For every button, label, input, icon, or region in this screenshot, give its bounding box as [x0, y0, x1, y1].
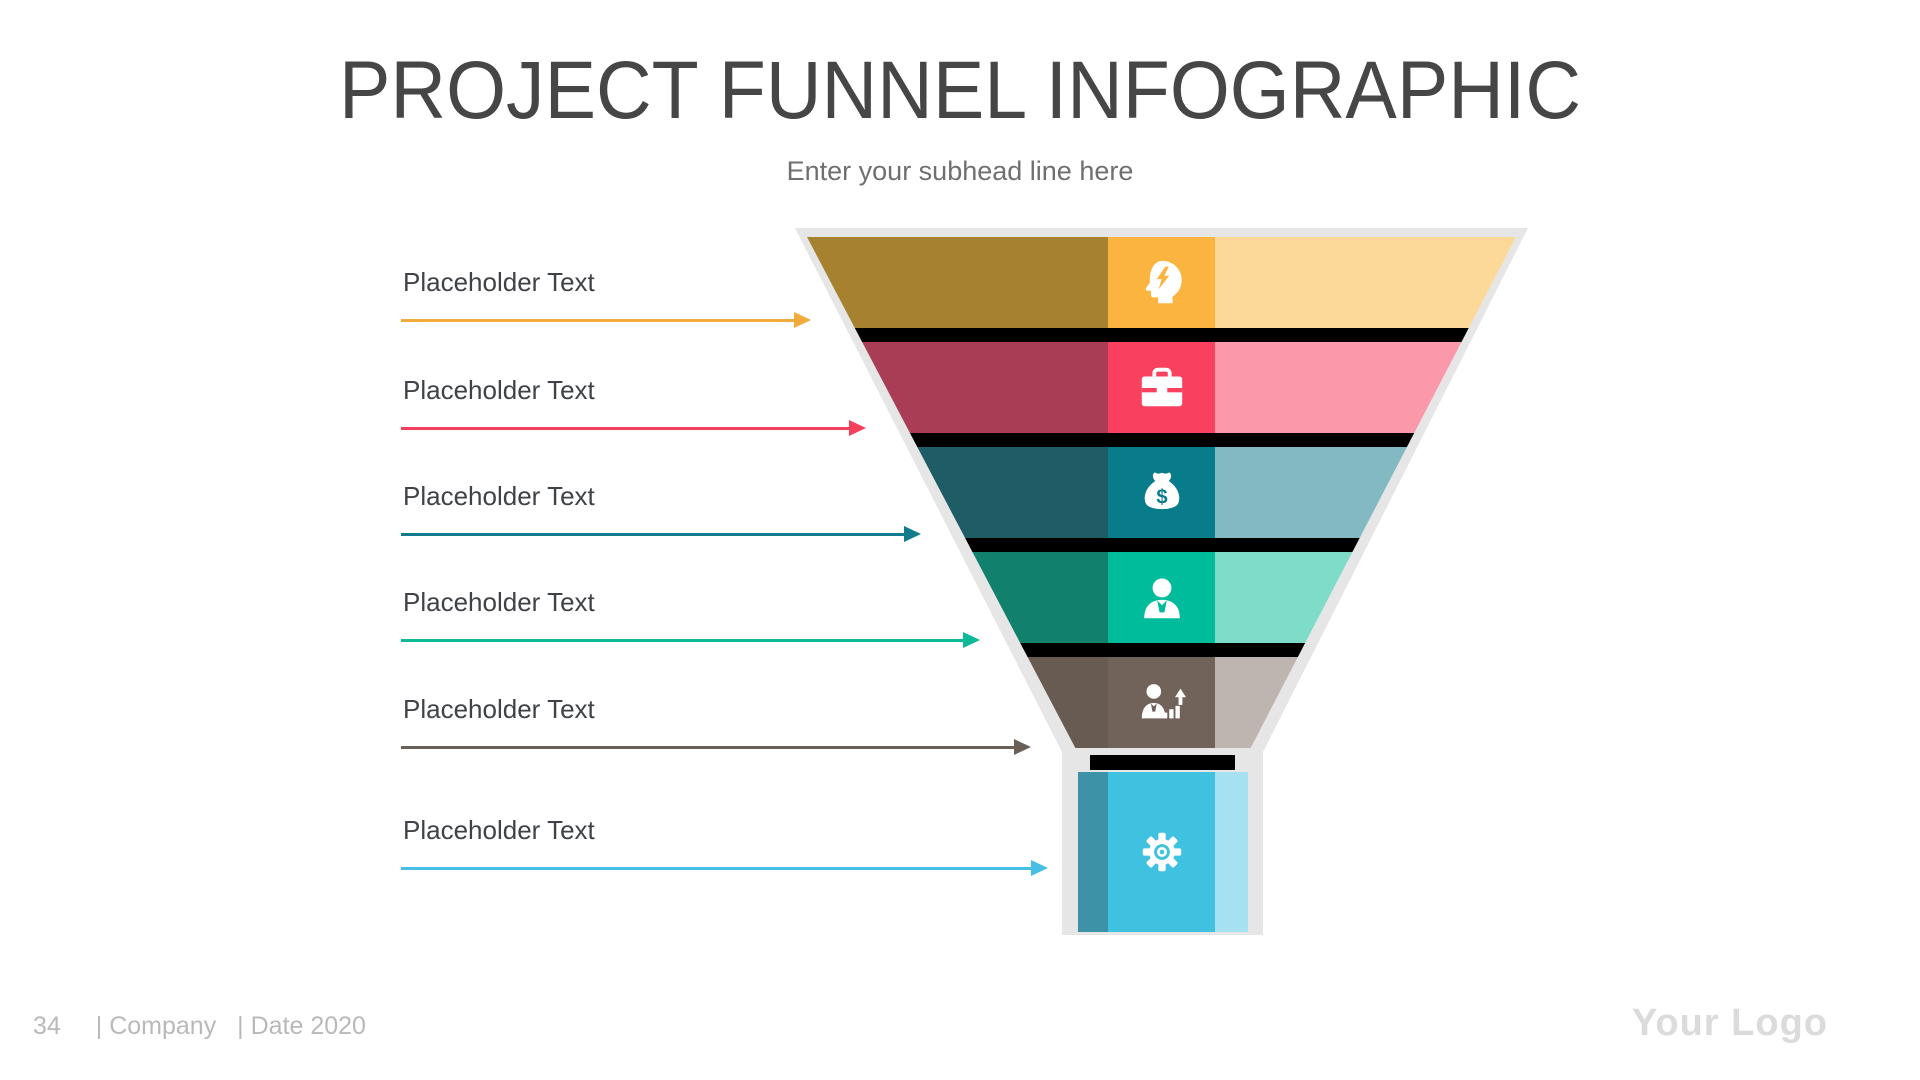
funnel-arrow-3-head [904, 526, 921, 542]
funnel-separator-3 [807, 538, 1516, 552]
funnel-level-1-light [1215, 237, 1516, 328]
funnel-separator-1 [807, 328, 1516, 342]
funnel-label-6: Placeholder Text [403, 815, 595, 845]
funnel-arrow-5-head [1014, 739, 1031, 755]
businessman-icon [1143, 577, 1180, 618]
funnel-level-6-dark [807, 772, 1108, 932]
funnel-level-3-icon-cell: $ [1108, 447, 1215, 538]
funnel-arrow-2 [401, 420, 866, 436]
funnel-label-3: Placeholder Text [403, 481, 595, 511]
funnel-arrow-4 [401, 632, 980, 648]
funnel-arrow-1-line [401, 318, 794, 322]
funnel-level-4-center [1108, 552, 1215, 643]
footer: 34 | Company | Date 2020 [33, 1012, 366, 1041]
funnel-arrow-2-head [849, 420, 866, 436]
funnel-level-5-center [1108, 657, 1215, 748]
funnel-level-1-icon-cell [1108, 237, 1215, 328]
funnel-arrow-5-line [401, 745, 1014, 749]
page-title: PROJECT FUNNEL INFOGRAPHIC [339, 45, 1581, 136]
funnel-arrow-1-head [794, 312, 811, 328]
funnel-level-4-icon-cell [1108, 552, 1215, 643]
funnel-level-5-icon-cell [1108, 657, 1215, 748]
funnel-diagram: $ [790, 225, 1530, 937]
growth-person-icon [1141, 683, 1186, 718]
svg-text:$: $ [1156, 486, 1167, 508]
funnel-label-1: Placeholder Text [403, 267, 595, 297]
footer-date: | Date 2020 [237, 1012, 366, 1040]
idea-head-icon [1145, 260, 1182, 303]
funnel-arrow-4-head [963, 632, 980, 648]
page-subtitle: Enter your subhead line here [786, 156, 1134, 186]
funnel-level-6-icon-cell [1108, 772, 1215, 932]
funnel-arrow-6-head [1031, 860, 1048, 876]
briefcase-icon [1141, 367, 1182, 406]
funnel-arrow-3-line [401, 532, 904, 536]
money-bag-icon: $ [1144, 471, 1179, 509]
funnel-label-5: Placeholder Text [403, 694, 595, 724]
funnel-level-4-dark [807, 552, 1108, 643]
funnel-level-1-dark [807, 237, 1108, 328]
funnel-separator-2 [807, 433, 1516, 447]
funnel-label-4: Placeholder Text [403, 587, 595, 617]
footer-company: | Company [95, 1012, 217, 1040]
funnel-level-2-light [1215, 342, 1516, 433]
gear-icon [1142, 832, 1181, 872]
funnel-arrow-2-line [401, 426, 849, 430]
funnel-label-2: Placeholder Text [403, 375, 595, 405]
funnel-level-2-icon-cell [1108, 342, 1215, 433]
funnel-arrow-6 [401, 860, 1048, 876]
funnel-arrow-3 [401, 526, 921, 542]
funnel-arrow-4-line [401, 638, 963, 642]
funnel-arrow-1 [401, 312, 811, 328]
funnel-level-4-light [1215, 552, 1516, 643]
funnel-arrow-6-line [401, 866, 1031, 870]
your-logo: Your Logo [1631, 1002, 1828, 1044]
funnel-separator-5 [1090, 755, 1235, 770]
funnel-body: $ [807, 237, 1516, 932]
funnel-arrow-5 [401, 739, 1031, 755]
page-number: 34 [33, 1012, 61, 1040]
